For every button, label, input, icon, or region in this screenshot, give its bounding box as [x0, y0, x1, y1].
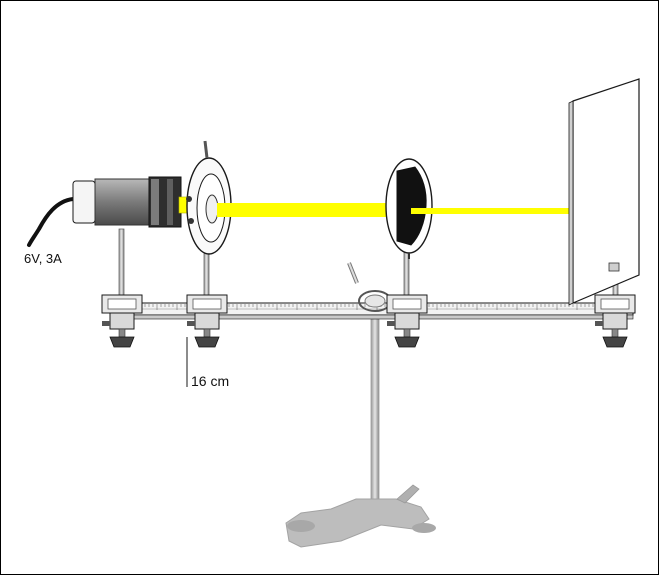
cable-icon: [27, 197, 75, 247]
distance-label: 16 cm: [191, 373, 230, 389]
power-supply-label: 6V, 3A: [24, 251, 62, 266]
bench-riders: [101, 294, 636, 348]
rider-clamp: [594, 294, 636, 348]
light-beam-wide: [217, 203, 393, 217]
screen: [568, 78, 640, 306]
stand-base: [285, 318, 436, 548]
clamp: [118, 228, 125, 298]
light-beam-narrow: [411, 208, 571, 214]
rider-clamp: [101, 294, 143, 348]
clamp: [203, 250, 210, 298]
lens-holder: [186, 140, 232, 255]
iris-diaphragm: [385, 158, 433, 259]
lamp-housing: [72, 176, 188, 228]
rider-clamp: [386, 294, 428, 348]
rider-clamp: [186, 294, 228, 348]
